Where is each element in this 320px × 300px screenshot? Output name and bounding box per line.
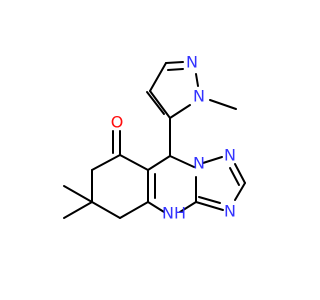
- bond-nh-c3a: [179, 201, 197, 213]
- bond-pz-c5-c4-inner: [146, 91, 165, 115]
- bond-pz-c4-c3: [149, 62, 167, 92]
- bond-c3-n4: [234, 182, 246, 201]
- bond-n2-c3: [234, 163, 246, 184]
- bond-pz-c5-c4: [149, 90, 171, 119]
- bond-n4-c3a-inner: [198, 196, 221, 204]
- bond-pz-c3-n2: [165, 61, 184, 64]
- bond-c8a-c8: [119, 154, 149, 171]
- bond-n1-n2: [202, 156, 223, 164]
- bond-c6-methyl-b: [63, 201, 93, 219]
- atom-n-pyrazole-1: N: [193, 87, 205, 106]
- bond-c8-c7: [91, 154, 121, 171]
- bond-n2-c3-inner: [229, 167, 240, 186]
- atom-n-triazole-4: N: [224, 202, 236, 221]
- bond-c4a-nh: [147, 201, 165, 213]
- molecule-canvas: N N O N N N N H: [63, 52, 246, 223]
- bond-c9-c8a: [147, 155, 171, 171]
- bond-c6-c5: [91, 201, 121, 219]
- bond-c5-c4a: [119, 201, 149, 219]
- molecule-structure: N N O N N N N H: [63, 53, 246, 223]
- bond-pz-n2-n1: [195, 73, 199, 87]
- atom-n-triazole-2: N: [224, 146, 236, 165]
- bond-c6-methyl-a: [63, 185, 93, 203]
- bond-pz-c3-n2-inner: [167, 68, 184, 71]
- atom-n-amine: N: [162, 204, 174, 223]
- atom-o-carbonyl: O: [111, 113, 124, 132]
- atom-n-triazole-1: N: [193, 154, 205, 173]
- bond-n4-c3a: [195, 201, 224, 211]
- atom-h-amine: H: [174, 204, 186, 223]
- atom-n-pyrazole-2: N: [186, 53, 198, 72]
- bond-pz-n1-c5: [169, 104, 191, 119]
- bond-c9-n1: [169, 155, 195, 168]
- bond-pz-n1-methyl: [209, 99, 237, 110]
